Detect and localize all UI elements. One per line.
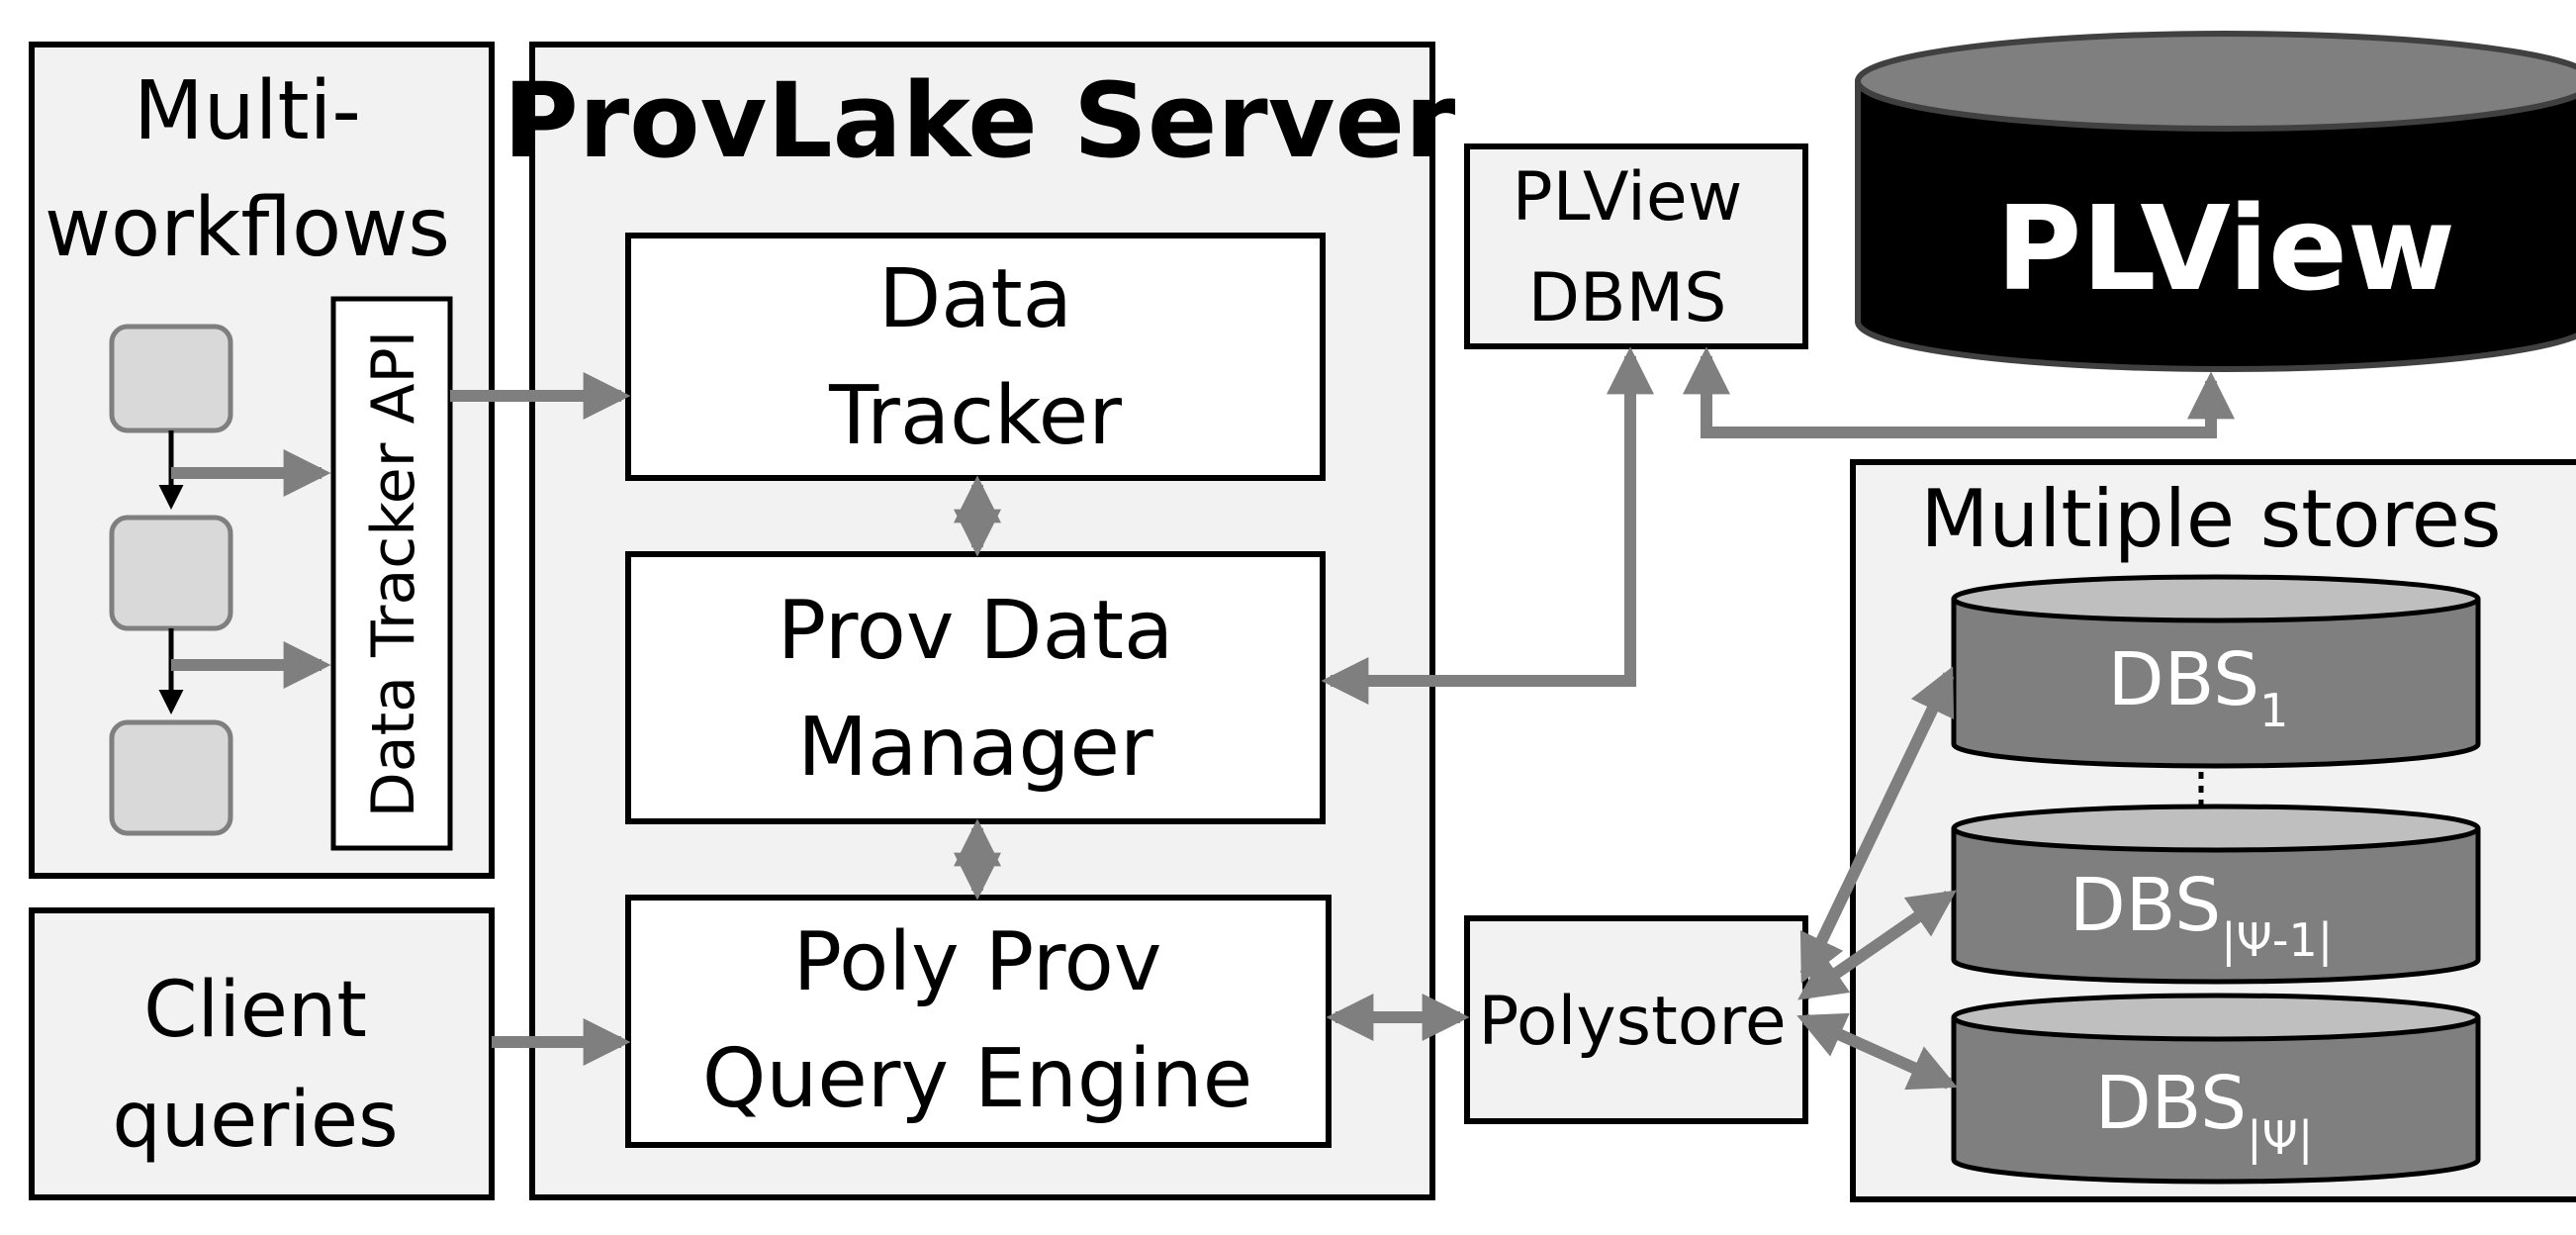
data-tracker-api-label: Data Tracker API — [359, 331, 428, 818]
plview-dbms-line2: DBMS — [1528, 259, 1727, 337]
plview-label: PLView — [1996, 180, 2455, 317]
prov-data-manager-box — [625, 551, 1326, 824]
multi-workflows-title-line1: Multi- — [134, 64, 361, 158]
plview-dbms-to-plview-arrow — [1683, 346, 2235, 438]
provlake-server-title: ProvLake Server — [504, 60, 1456, 181]
multiple-stores-panel: Multiple stores DBS1 DBS|Ψ-1| DBS|Ψ| — [1850, 459, 2576, 1202]
multi-workflows-title-line2: workflows — [45, 181, 450, 275]
workflow-node-2 — [109, 515, 233, 631]
dbs-psi-minus-1-cylinder: DBS|Ψ-1| — [1951, 804, 2481, 985]
client-queries-panel: Client queries — [29, 907, 495, 1200]
manager-to-plview-dbms-arrow — [1321, 346, 1654, 705]
query-engine-line2: Query Engine — [702, 1032, 1252, 1126]
dbs-1-cylinder: DBS1 — [1951, 574, 2481, 769]
provlake-server-panel: ProvLake Server Data Tracker Prov Data M… — [504, 42, 1456, 1200]
prov-data-manager-line2: Manager — [797, 701, 1153, 795]
polystore-to-dbs-psi-minus-1-arrow — [1797, 890, 1957, 1000]
dbs-psi-label: DBS|Ψ| — [2095, 1061, 2314, 1166]
multi-workflows-panel: Multi- workflows Data Tracker API — [29, 42, 495, 879]
data-tracker-api-box — [330, 296, 453, 851]
client-queries-line1: Client — [143, 966, 367, 1055]
data-tracker-box — [625, 233, 1326, 481]
prov-data-manager-line1: Prov Data — [778, 584, 1173, 678]
polystore-box: Polystore — [1464, 915, 1808, 1124]
client-queries-line2: queries — [112, 1076, 398, 1165]
workflow-node-1 — [109, 324, 233, 433]
plview-dbms-line1: PLView — [1513, 158, 1743, 237]
plview-database-cylinder: PLView — [1855, 31, 2576, 372]
data-tracker-line2: Tracker — [828, 369, 1122, 463]
workflow-node-3 — [109, 719, 233, 836]
dbs-psi-minus-1-label: DBS|Ψ-1| — [2070, 863, 2334, 968]
plview-dbms-box: PLView DBMS — [1464, 143, 1808, 349]
data-tracker-line1: Data — [878, 252, 1072, 346]
polystore-label: Polystore — [1478, 983, 1786, 1061]
polystore-to-dbs-psi-arrow — [1796, 1012, 1958, 1091]
multiple-stores-title: Multiple stores — [1920, 473, 2501, 565]
query-engine-line1: Poly Prov — [793, 915, 1162, 1009]
dbs-1-label: DBS1 — [2108, 637, 2289, 737]
dbs-psi-cylinder: DBS|Ψ| — [1951, 993, 2481, 1185]
